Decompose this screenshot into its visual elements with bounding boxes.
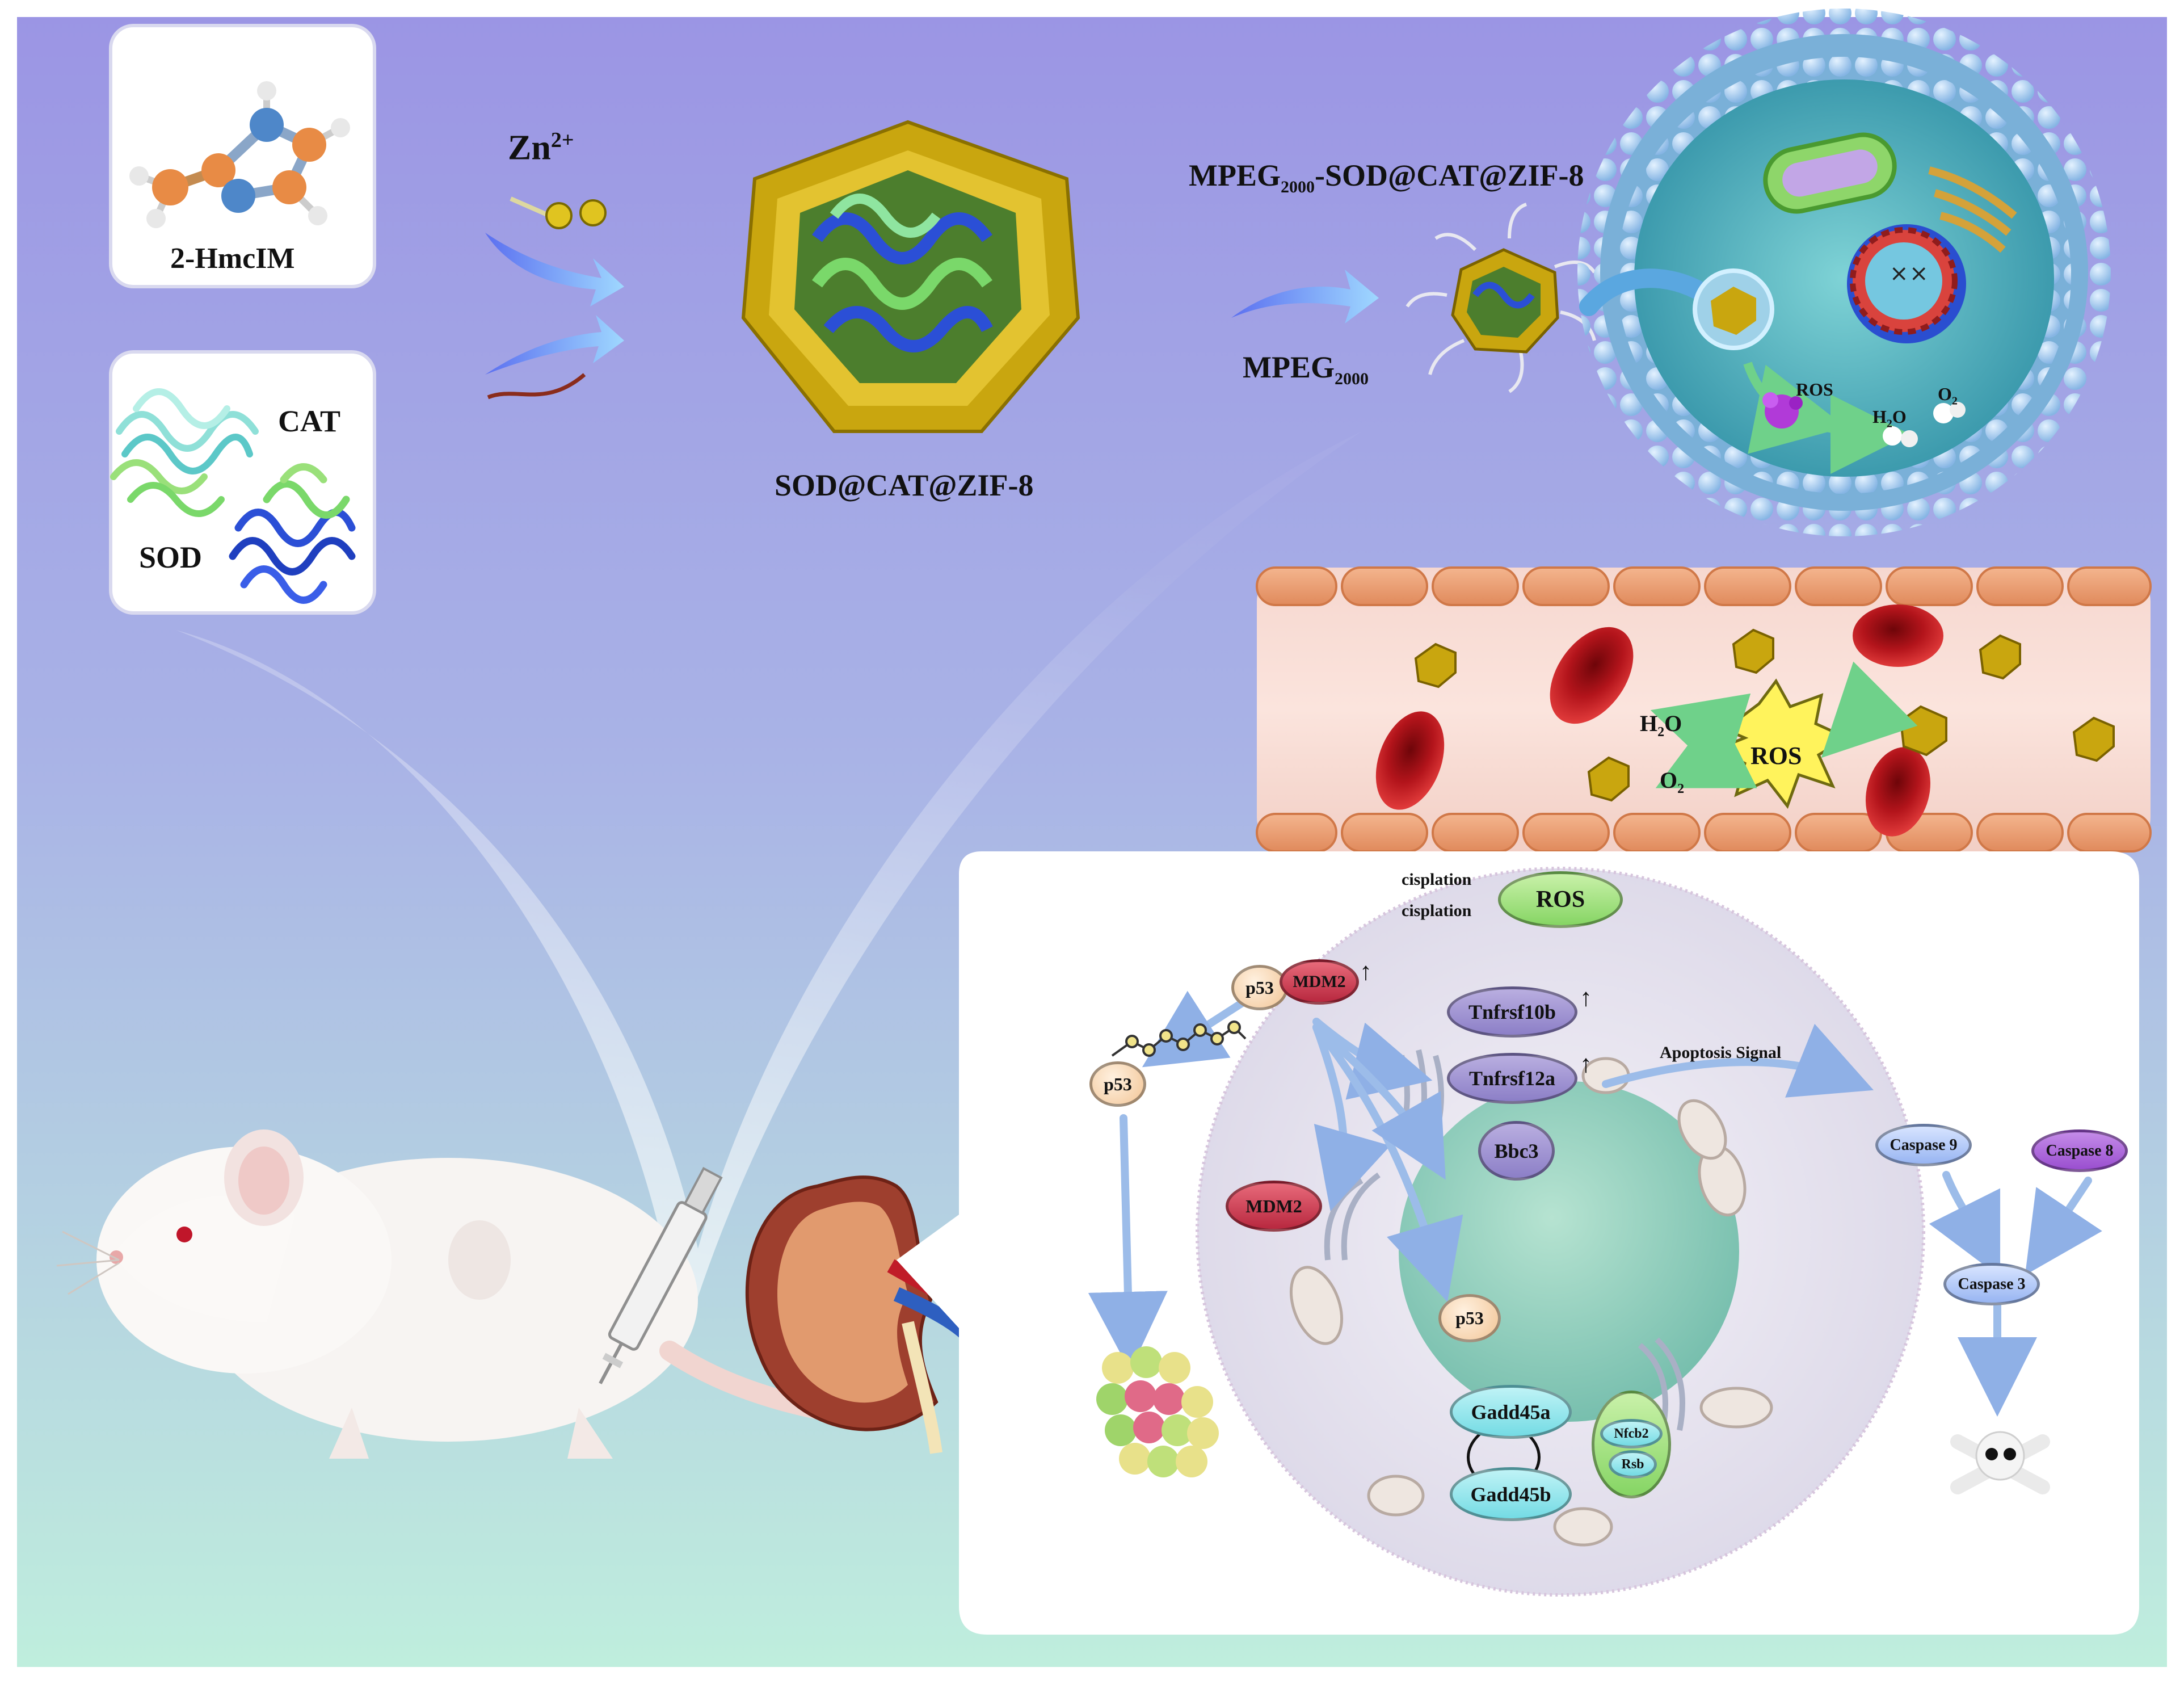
ligand-label: 2-HmcIM [170,242,295,275]
vessel-ros-label: ROS [1750,742,1802,770]
enzyme-card [109,350,376,615]
synthesis-arrow-1 [485,233,624,306]
sod-label: SOD [139,540,203,574]
rat-icon [56,1129,895,1459]
tnfrsf12a-up-arrow: ↑ [1580,1050,1592,1078]
tnfrsf12a-node: Tnfrsf12a [1447,1053,1577,1104]
nfkb2-node: Nfcb2 [1600,1419,1663,1448]
synthesis-arrow-2 [485,315,624,375]
vessel-o2-label: O2 [1660,767,1685,796]
zn-ion-label: Zn2+ [508,128,574,167]
tnfrsf10b-node: Tnfrsf10b [1447,986,1577,1038]
mitochondrion-icon [1289,1057,1773,1547]
cisplatin-label-2: cisplation [1402,901,1472,920]
gadd45b-node: Gadd45b [1450,1467,1572,1521]
mdm2-up-arrow: ↑ [1360,958,1372,985]
sod-protein-icon [229,463,356,604]
cage-label: SOD@CAT@ZIF-8 [775,468,1034,502]
cat-protein-icon [110,388,259,517]
skull-crossbones-icon [1950,1431,2050,1494]
cell-o2-label: O2 [1938,384,1958,408]
golgi-icon [1928,166,2017,253]
zinc-ion-icon [510,196,607,229]
ros-burst-icon [1762,392,1803,429]
ubiquitin-chain-icon [1111,1021,1247,1057]
p53-node-cytoplasm: p53 [1231,965,1288,1010]
blood-vessel [1256,566,2152,853]
vessel-h2o-label: H2O [1640,711,1682,740]
mitochondrion-icon [1763,132,1897,214]
cat-label: CAT [278,404,341,438]
cell-ros-label: ROS [1796,379,1833,400]
caspase3-node: Caspase 3 [1943,1263,2040,1305]
cell-h2o-label: H2O [1872,406,1907,430]
product-label: MPEG2000-SOD@CAT@ZIF-8 [1189,158,1584,196]
mpeg-arrow [1231,270,1379,324]
bbc3-node: Bbc3 [1478,1121,1555,1181]
methylimidazole-molecule-icon [129,81,350,228]
caspase8-node: Caspase 8 [2031,1129,2128,1172]
p53-node-free: p53 [1089,1061,1146,1107]
syringe-icon [599,1167,723,1384]
zif8-cage-icon [741,120,1080,433]
ligand-card [109,24,376,288]
apoptosis-signal-label: Apoptosis Signal [1660,1043,1782,1062]
nanoparticle-icon [1405,203,1596,393]
svg-text:×: × [1890,261,1909,287]
svg-text:×: × [1909,261,1929,287]
proteasome-icon [1096,1346,1219,1477]
mdm2-node-free: MDM2 [1226,1181,1322,1232]
mdm2-node-bound: MDM2 [1280,959,1359,1005]
red-blood-cell-icon [1375,604,1943,837]
tnfrsf10b-up-arrow: ↑ [1580,984,1592,1011]
p53-node-nuclear: p53 [1438,1294,1501,1342]
nucleus-icon: × × [1847,224,1966,343]
caspase9-node: Caspase 9 [1875,1124,1972,1166]
gadd45a-node: Gadd45a [1450,1385,1572,1439]
ros-node: ROS [1498,871,1623,928]
rb-node: Rsb [1609,1450,1657,1479]
mpeg-label: MPEG2000 [1243,350,1369,388]
cisplatin-label-1: cisplation [1402,870,1472,889]
